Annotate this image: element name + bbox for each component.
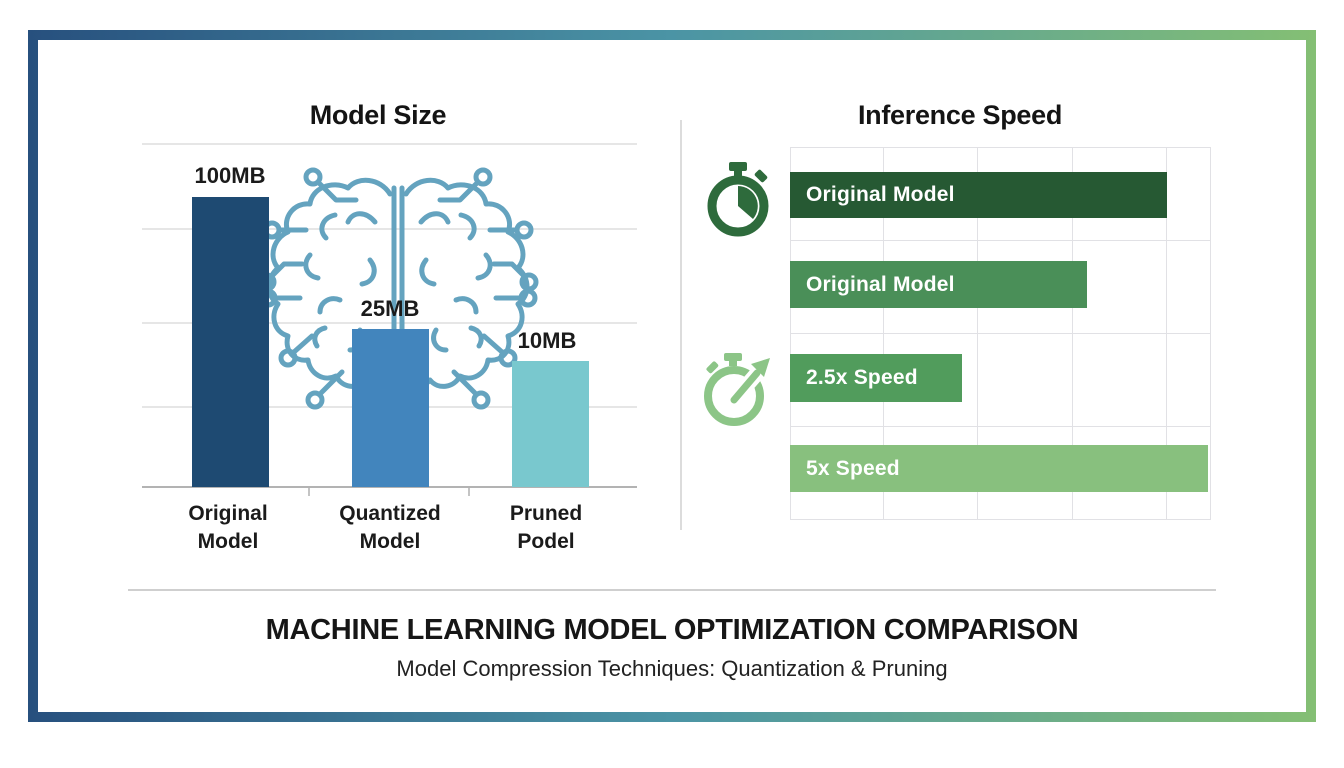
category-label: Quantized Model — [310, 500, 470, 556]
category-line: Model — [197, 530, 259, 553]
gridline — [790, 519, 1211, 520]
gridline — [790, 333, 1211, 334]
gridline — [142, 228, 637, 230]
category-label: Pruned Podel — [466, 500, 626, 556]
bar-value-label: 25MB — [360, 296, 420, 321]
bar-pruned-speed: 5x Speed — [790, 445, 1208, 492]
axis-tick — [308, 488, 310, 496]
category-label: Original Model — [148, 500, 308, 556]
category-line: Podel — [517, 530, 575, 553]
gradient-border-frame — [28, 30, 1316, 722]
inference-speed-chart-title: Inference Speed — [857, 100, 1063, 130]
section-divider — [680, 120, 682, 530]
main-title: MACHINE LEARNING MODEL OPTIMIZATION COMP… — [265, 614, 1079, 646]
bar-quantized-speed: 2.5x Speed — [790, 354, 962, 402]
gridline — [142, 322, 637, 324]
category-line: Quantized — [339, 502, 441, 525]
gridline — [142, 143, 637, 145]
category-line: Pruned — [509, 502, 583, 525]
bar-quantized-model — [352, 329, 429, 487]
bar-label: Original Model — [806, 183, 955, 206]
subtitle: Model Compression Techniques: Quantizati… — [396, 656, 948, 681]
bar-original-model-speed: Original Model — [790, 172, 1167, 218]
category-line: Model — [359, 530, 421, 553]
bar-label: 2.5x Speed — [806, 366, 918, 389]
bar-label: Original Model — [806, 272, 955, 296]
stopwatch-speed-icon — [694, 346, 780, 437]
axis-tick — [468, 488, 470, 496]
footer-divider — [128, 589, 1216, 591]
chart-grid — [790, 147, 1211, 520]
bar-label: 5x Speed — [806, 456, 900, 480]
bar-value-label: 10MB — [517, 328, 577, 353]
gridline — [790, 147, 1211, 148]
model-size-chart-title: Model Size — [309, 100, 447, 130]
bar-value-label: 100MB — [194, 163, 266, 188]
bar-pruned-model — [512, 361, 589, 487]
gridline — [790, 240, 1211, 241]
bar-original-model-speed: Original Model — [790, 261, 1087, 308]
bar-original-model — [192, 197, 269, 487]
x-axis-baseline — [142, 486, 637, 488]
gridline — [790, 426, 1211, 427]
stopwatch-icon — [702, 160, 774, 245]
category-line: Original — [188, 502, 268, 525]
